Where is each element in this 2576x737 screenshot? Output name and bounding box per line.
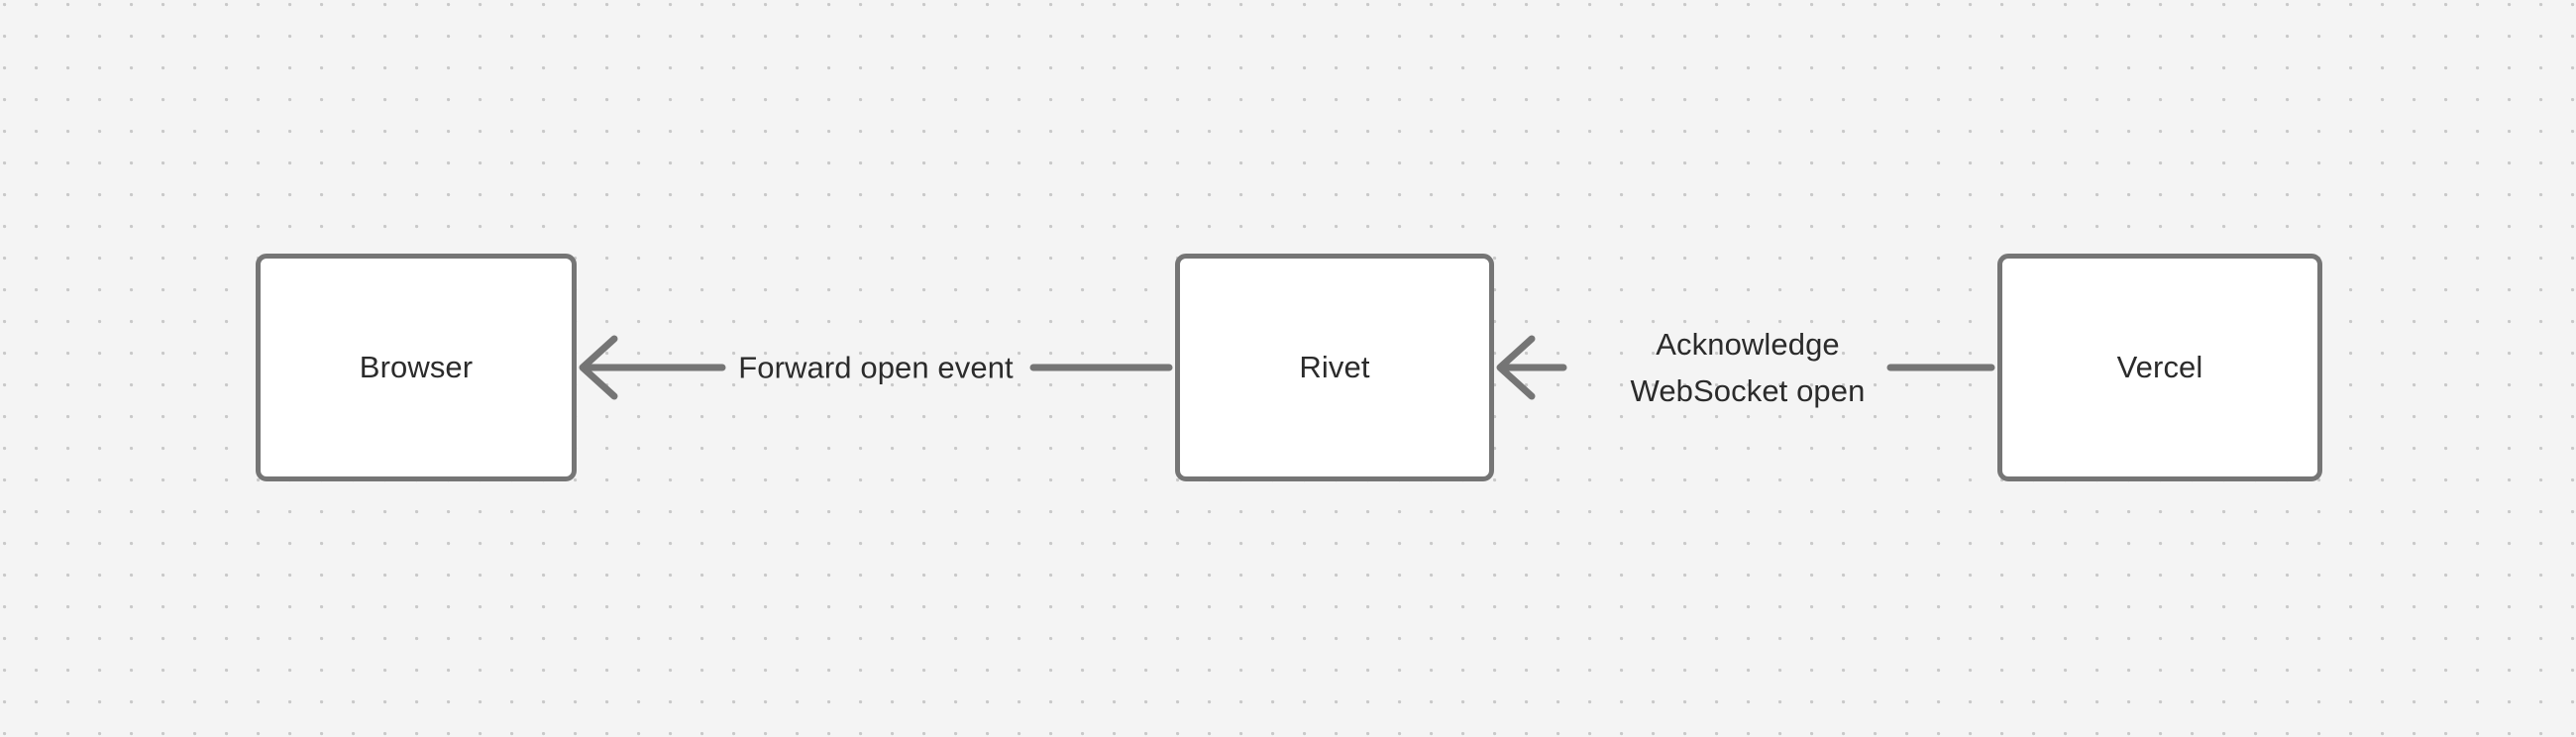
- edge-label-line: Forward open event: [738, 350, 1014, 385]
- edge-label-forward-open-event: Forward open event: [738, 345, 1014, 391]
- edge-label-acknowledge-websocket-open: Acknowledge WebSocket open: [1631, 321, 1866, 414]
- edge-label-line: WebSocket open: [1630, 373, 1866, 408]
- edge-rivet-browser-arrowhead: [579, 335, 618, 400]
- node-vercel[interactable]: Vercel: [1997, 254, 2322, 481]
- node-rivet[interactable]: Rivet: [1175, 254, 1494, 481]
- node-vercel-label: Vercel: [2116, 350, 2203, 385]
- edge-vercel-rivet-arrowhead: [1496, 335, 1536, 400]
- node-rivet-label: Rivet: [1299, 350, 1370, 385]
- node-browser-label: Browser: [359, 350, 474, 385]
- node-browser[interactable]: Browser: [256, 254, 577, 481]
- edge-label-line: Acknowledge: [1656, 327, 1840, 362]
